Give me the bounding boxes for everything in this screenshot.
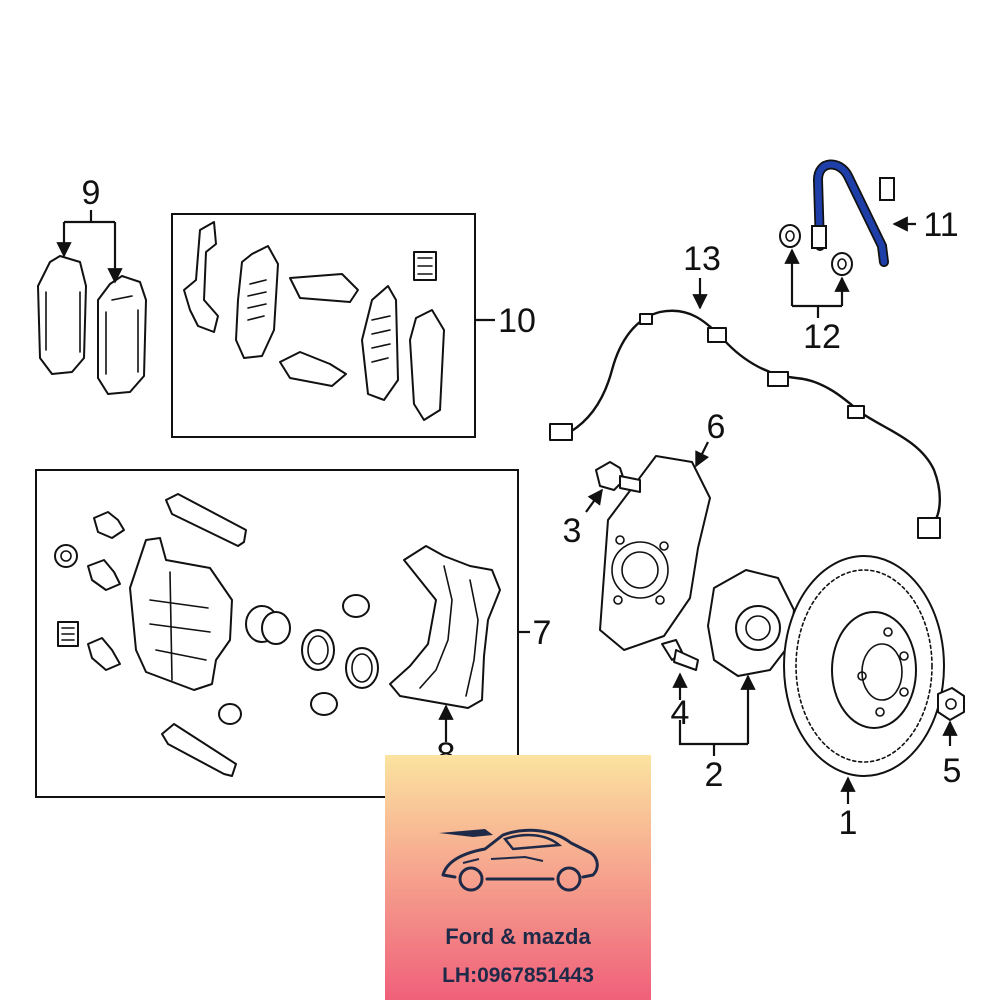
caliper-housing[interactable] xyxy=(129,537,233,691)
shield-bolt[interactable] xyxy=(595,461,641,493)
brake-hose[interactable] xyxy=(811,159,895,267)
callout-3-leader xyxy=(585,488,603,513)
callout-7: 7 xyxy=(533,614,552,652)
callout-2: 2 xyxy=(705,756,724,794)
callout-13: 13 xyxy=(683,240,721,278)
caliper-assembly-frame xyxy=(35,469,519,798)
callout-1: 1 xyxy=(839,804,858,842)
wheel-stud[interactable] xyxy=(661,639,699,671)
caliper-bolts[interactable] xyxy=(87,511,125,671)
caliper-support-bracket[interactable] xyxy=(389,545,501,709)
sports-car-icon xyxy=(433,817,603,902)
callout-2-leader xyxy=(678,674,756,756)
callout-12-leader xyxy=(784,248,850,318)
seller-badge: Ford & mazda LH:0967851443 xyxy=(385,755,651,1000)
piston-seals[interactable] xyxy=(301,629,379,689)
callout-9: 9 xyxy=(82,174,101,212)
brake-pads[interactable] xyxy=(37,255,147,395)
lug-nut[interactable] xyxy=(937,687,965,721)
guide-pin-lower[interactable] xyxy=(161,723,237,777)
brake-rotor[interactable] xyxy=(783,555,945,777)
callout-9-leader xyxy=(56,210,123,284)
callout-5: 5 xyxy=(943,752,962,790)
hardware-kit-frame xyxy=(171,213,476,438)
badge-phone-text: LH:0967851443 xyxy=(442,964,594,987)
abs-sensor-harness[interactable] xyxy=(549,309,941,539)
guide-pin-upper[interactable] xyxy=(165,493,247,547)
callout-6: 6 xyxy=(707,408,726,446)
caliper-piston[interactable] xyxy=(245,605,291,645)
caliper-label-tag xyxy=(57,621,79,647)
callout-3: 3 xyxy=(563,512,582,550)
badge-brand-text: Ford & mazda xyxy=(445,924,591,949)
bleeder-cap[interactable] xyxy=(54,544,78,568)
callout-6-leader xyxy=(695,441,710,468)
callout-11: 11 xyxy=(923,206,958,244)
pin-boots[interactable] xyxy=(218,594,370,725)
hose-washers[interactable] xyxy=(779,224,853,276)
dust-shield[interactable] xyxy=(599,455,711,651)
pad-hardware-kit[interactable] xyxy=(183,221,445,421)
callout-10: 10 xyxy=(498,302,536,340)
callout-4: 4 xyxy=(671,694,690,732)
callout-12: 12 xyxy=(803,318,841,356)
hub-bearing[interactable] xyxy=(707,569,795,677)
